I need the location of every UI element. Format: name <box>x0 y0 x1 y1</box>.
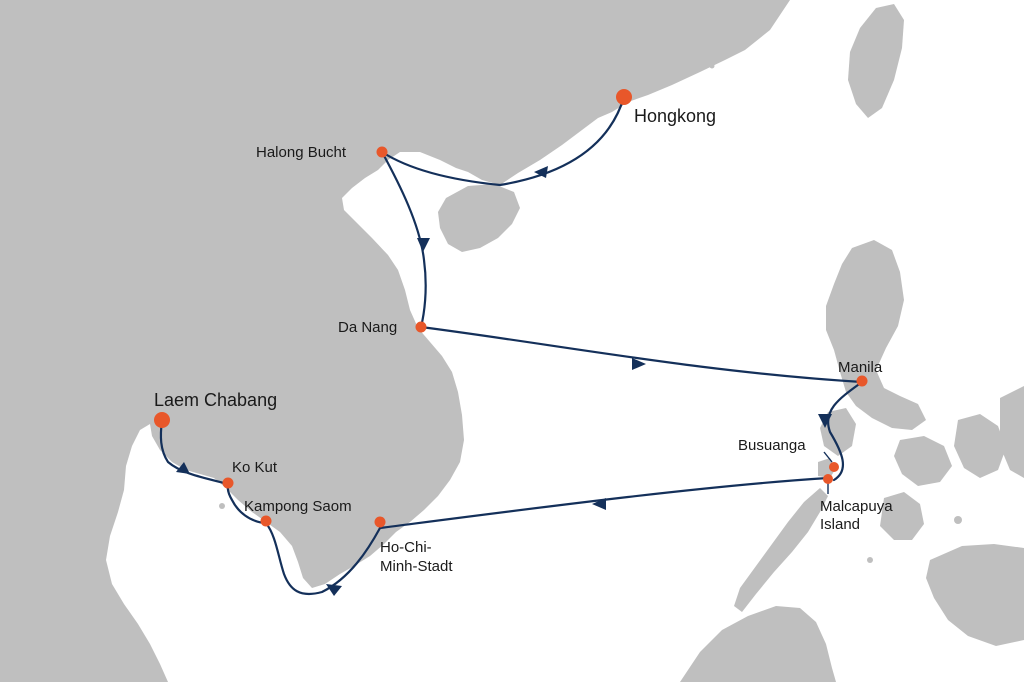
arrow-to-busuanga <box>818 414 832 428</box>
port-label-malcapuya-line2: Island <box>820 516 860 533</box>
route-halong-danang <box>380 150 427 329</box>
port-marker-danang[interactable] <box>415 321 427 333</box>
landmass-samar <box>1000 386 1024 478</box>
port-label-manila: Manila <box>838 359 883 376</box>
landmass-hainan <box>438 184 520 252</box>
landmass-visayas-c <box>880 492 924 540</box>
port-marker-busuanga[interactable] <box>829 462 839 472</box>
leader-busuanga <box>823 451 833 463</box>
landmass-taiwan <box>848 4 904 118</box>
islet-1 <box>637 87 643 93</box>
route-malcapuya-hcmc <box>378 476 830 530</box>
route-danang-manila <box>419 325 864 384</box>
arrow-to-hcmc <box>592 498 606 510</box>
landmass-mindanao <box>926 544 1024 646</box>
arrow-to-kampong <box>326 584 342 596</box>
port-label-laem: Laem Chabang <box>154 390 277 410</box>
port-label-danang: Da Nang <box>338 319 397 336</box>
route-manila-busuanga <box>827 380 864 482</box>
arrow-to-halong <box>534 166 548 178</box>
landmass-visayas-a <box>894 436 952 486</box>
route-arrows <box>176 166 832 596</box>
cruise-route <box>159 95 864 596</box>
islet-2 <box>709 63 715 69</box>
port-label-kampong: Kampong Saom <box>244 498 352 515</box>
port-marker-hcmc[interactable] <box>374 516 386 528</box>
port-markers <box>154 89 868 528</box>
port-label-busuanga: Busuanga <box>738 437 806 454</box>
port-label-halong: Halong Bucht <box>256 144 347 161</box>
port-marker-kokut[interactable] <box>222 477 234 489</box>
arrow-to-danang <box>417 238 430 252</box>
arrow-to-laem <box>176 462 190 474</box>
route-hongkong-halong <box>380 95 626 187</box>
landmass-palawan <box>734 488 828 612</box>
arrow-to-manila <box>632 358 646 370</box>
route-kokut-laem <box>159 418 230 486</box>
islet-3 <box>954 516 962 524</box>
port-marker-hongkong[interactable] <box>616 89 632 105</box>
islet-5 <box>219 503 225 509</box>
landmass-luzon <box>826 240 926 430</box>
port-marker-malcapuya[interactable] <box>823 474 833 484</box>
port-marker-kampong[interactable] <box>260 515 272 527</box>
landmass-borneo <box>680 606 836 682</box>
port-marker-manila[interactable] <box>856 375 868 387</box>
landmass-visayas-b <box>954 414 1006 478</box>
port-label-kokut: Ko Kut <box>232 459 278 476</box>
port-marker-laem[interactable] <box>154 412 170 428</box>
port-labels: Hongkong Halong Bucht Da Nang Manila Bus… <box>154 106 893 575</box>
port-label-malcapuya-line1: Malcapuya <box>820 498 893 515</box>
port-label-hcmc-line2: Minh-Stadt <box>380 558 453 575</box>
port-marker-halong[interactable] <box>376 146 388 158</box>
islet-4 <box>867 557 873 563</box>
route-hcmc-kampong <box>264 521 382 596</box>
landmass-asia-mainland <box>0 0 790 682</box>
port-label-hongkong: Hongkong <box>634 106 716 126</box>
port-label-hcmc-line1: Ho-Chi- <box>380 539 432 556</box>
